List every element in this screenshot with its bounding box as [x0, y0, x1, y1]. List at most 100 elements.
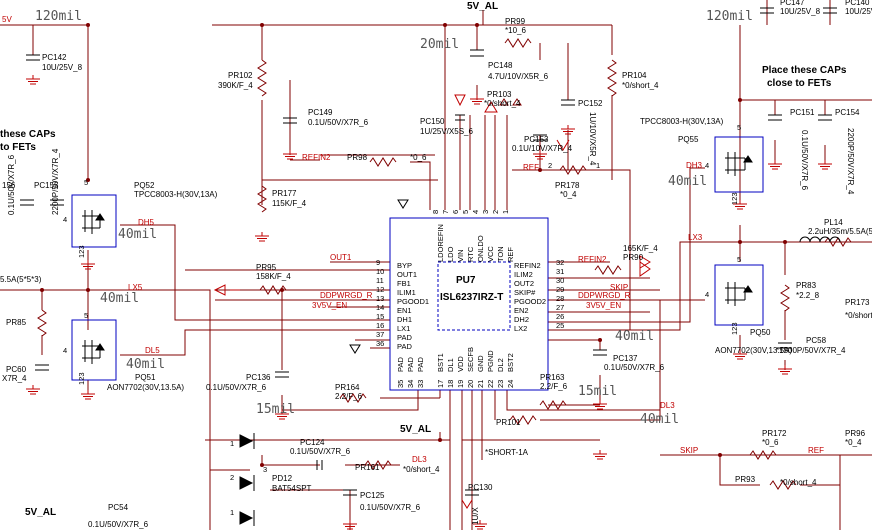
- ic-pin-name: REFIN2: [514, 261, 541, 270]
- net-lx5: LX5: [128, 283, 143, 292]
- ic-pin-name: BYP: [397, 261, 412, 270]
- value-pc154: 2200P/50V/X7R_4: [846, 128, 855, 195]
- value-pr83: *2.2_8: [796, 291, 820, 300]
- ref-pc140: PC140: [845, 0, 870, 7]
- junctions: [40, 23, 787, 467]
- value-pc152: 1U/10V/X5R_4: [588, 112, 597, 166]
- value-pc136: 0.1U/50V/X7R_6: [206, 383, 267, 392]
- value-pr93: *0/short_4: [780, 478, 817, 487]
- ic-pin-name: EN2: [514, 306, 529, 315]
- value-pr99: *10_6: [505, 26, 526, 35]
- note-right-1: Place these CAPs: [762, 65, 847, 76]
- ic-pin-name: VIN: [456, 249, 465, 262]
- ic-pin-name: VDD: [456, 356, 465, 372]
- value-pr177: 115K/F_4: [272, 199, 307, 208]
- diodes: [239, 433, 255, 526]
- value-pc148: 4.7U/10V/X5R_6: [488, 72, 549, 81]
- diode-pin: 1: [230, 508, 234, 517]
- value-pq50: AON7702(30V,13.5A): [715, 346, 792, 355]
- ic-pin-name: DH2: [514, 315, 529, 324]
- ref-pr163: PR163: [540, 373, 565, 382]
- net-flags: [213, 94, 651, 509]
- value-pc60: X7R_4: [2, 374, 27, 383]
- ic-pin-num: 1: [501, 210, 510, 214]
- ref-pr173: PR173: [845, 298, 870, 307]
- ref-pc137: PC137: [613, 354, 638, 363]
- net-dh5: DH5: [138, 218, 155, 227]
- ground-symbol: [733, 350, 747, 360]
- ic-pin-name: ONLDO: [476, 235, 485, 262]
- value-pl14: 2.2uH/35m/5.5A(5: [808, 227, 872, 236]
- ic-pin-name: PAD: [396, 357, 405, 372]
- net-refin2: REFIN2: [578, 255, 607, 264]
- mosfet-pin-s: 123: [77, 245, 86, 258]
- ref-pq51: PQ51: [135, 373, 156, 382]
- rail-5v: 5V: [2, 15, 12, 24]
- ic-pin-name: PAD: [416, 357, 425, 372]
- ref-pr83: PR83: [796, 281, 817, 290]
- ic-pin-num: 20: [466, 380, 475, 388]
- value-pc142: 10U/25V_8: [42, 63, 83, 72]
- ic-pin-num: 28: [556, 294, 564, 303]
- value-pq51: AON7702(30V,13.5A): [107, 383, 184, 392]
- ic-pin-name: PGOOD1: [397, 297, 429, 306]
- ref-pc153: PC153: [524, 135, 549, 144]
- ic-pin-name: ILIM2: [514, 270, 533, 279]
- net-skip-right: SKIP: [610, 283, 628, 292]
- ic-pin-num: 32: [556, 258, 564, 267]
- value-pr178: *0_4: [560, 190, 577, 199]
- ic-pin-num: 15: [376, 312, 384, 321]
- ic-pin-num: 34: [406, 380, 415, 388]
- ground-symbol: [778, 365, 792, 375]
- ref-pc152: PC152: [578, 99, 603, 108]
- ground-symbol: [593, 450, 607, 460]
- net-skip-bottom: SKIP: [680, 446, 698, 455]
- ref-pq52: PQ52: [134, 181, 155, 190]
- ic-pin-num: 26: [556, 312, 564, 321]
- ic-pin-name: DH1: [397, 315, 412, 324]
- ic-pin-num: 25: [556, 321, 564, 330]
- value-pc147: 10U/25V_8: [780, 7, 821, 16]
- ground-symbol: [26, 75, 40, 85]
- ref-pc58: PC58: [806, 336, 827, 345]
- inductor-pl14: [799, 236, 841, 243]
- ref-pr102: PR102: [228, 71, 253, 80]
- ground-symbol: [768, 160, 782, 170]
- ref-pr90: PR90: [623, 253, 644, 262]
- ic-ref: PU7: [456, 275, 476, 286]
- note-left-1: these CAPs: [0, 129, 56, 140]
- value-pd12: BAT54SPT: [272, 484, 312, 493]
- mosfet-pin-s: 123: [730, 192, 739, 205]
- net-3v5v-left: 3V5V_EN: [312, 301, 347, 310]
- ref-pc60: PC60: [6, 365, 27, 374]
- ground-symbol: [255, 232, 269, 242]
- value-pr103: *0/short_4: [484, 99, 521, 108]
- ic-pin-name: DL1: [446, 358, 455, 372]
- rail-5v-al-mid: 5V_AL: [400, 424, 431, 435]
- mosfet-pin-s: 123: [730, 322, 739, 335]
- ic-pin-num: 31: [556, 267, 564, 276]
- ic-pin-name: PAD: [397, 333, 412, 342]
- mosfet-pin-q_d: 5: [737, 255, 741, 264]
- value-pr164: 2.2/F_6: [335, 392, 363, 401]
- ic-pin-num: 21: [476, 380, 485, 388]
- note-left-2: to FETs: [0, 142, 36, 153]
- rail-5v-al-top: 5V_AL: [467, 1, 498, 12]
- net-ddpwrgd-left: DDPWRGD_R: [320, 291, 373, 300]
- value-pr98: *0_6: [410, 153, 427, 162]
- ref-pc154: PC154: [835, 108, 860, 117]
- width-40mil-dl5: 40mil: [126, 357, 165, 372]
- mosfet-pin-s: 123: [77, 372, 86, 385]
- ic-pin-num: 7: [441, 210, 450, 214]
- ic-pin-num: 14: [376, 303, 384, 312]
- value-pr101: *SHORT-1A: [485, 448, 529, 457]
- ic-pin-num: 27: [556, 303, 564, 312]
- ic-pin-num: 37: [376, 330, 384, 339]
- ref-pc156: 156: [2, 181, 16, 190]
- width-120mil-right: 120mil: [706, 9, 753, 24]
- width-20mil: 20mil: [420, 37, 459, 52]
- ref-pr104: PR104: [622, 71, 647, 80]
- width-120mil-left: 120mil: [35, 9, 82, 24]
- ic-pin-name: LX2: [514, 324, 527, 333]
- ref-pc136: PC136: [246, 373, 271, 382]
